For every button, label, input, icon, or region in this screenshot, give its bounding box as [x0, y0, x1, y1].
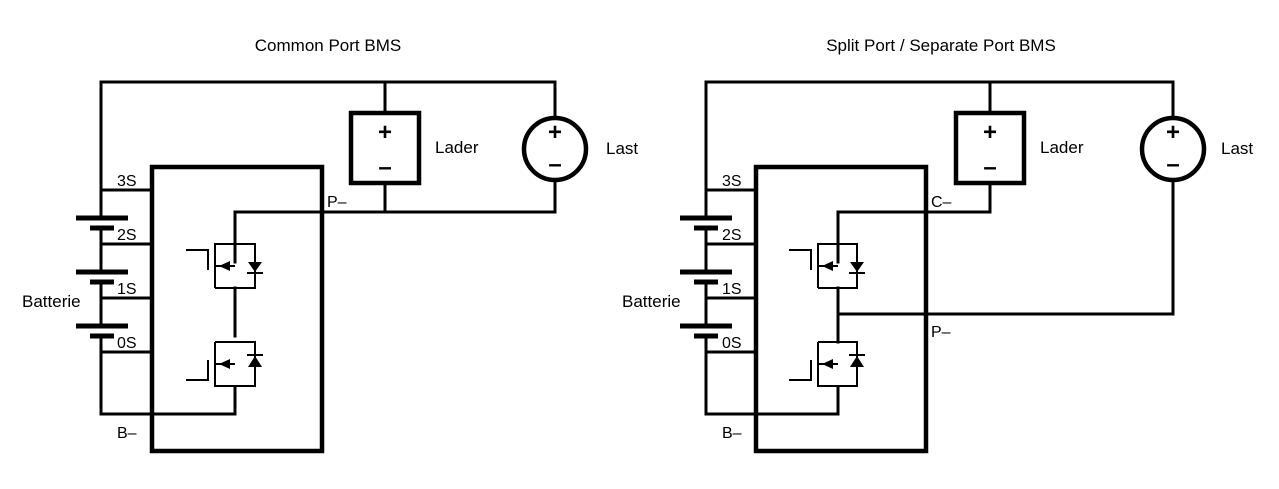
- pin-b-minus: B–: [117, 425, 137, 442]
- load-minus-sign: –: [548, 151, 561, 178]
- mosfet-charge: [186, 341, 263, 387]
- bms-box: [149, 164, 325, 454]
- split-mosfet-charge: [789, 243, 865, 300]
- split-load-minus-sign: –: [1166, 151, 1179, 178]
- charger-plus-sign: +: [378, 119, 392, 146]
- split-pin-2s: 2S: [722, 227, 742, 244]
- split-charger-source: + –: [953, 110, 1027, 186]
- mosfet-discharge: [186, 234, 263, 300]
- split-pin-0s: 0S: [722, 335, 742, 352]
- split-pin-b-minus: B–: [722, 425, 742, 442]
- split-bms-box: [753, 164, 929, 454]
- split-load-plus-sign: +: [1166, 119, 1180, 146]
- split-load-source: + –: [1139, 115, 1207, 183]
- battery-label: Batterie: [22, 292, 81, 311]
- pin-1s: 1S: [117, 281, 137, 298]
- split-charger-plus-sign: +: [983, 119, 997, 146]
- charger-label: Lader: [435, 138, 479, 157]
- split-port-diagram: Split Port / Separate Port BMS: [622, 36, 1253, 454]
- split-load-label: Last: [1221, 139, 1253, 158]
- battery-cells: [76, 215, 128, 354]
- common-port-title: Common Port BMS: [255, 36, 401, 55]
- split-wiring: [704, 80, 1175, 416]
- split-pin-c-minus: C–: [931, 194, 952, 211]
- load-source: + –: [521, 115, 589, 183]
- split-charger-minus-sign: –: [983, 154, 996, 181]
- charger-minus-sign: –: [378, 154, 391, 181]
- split-mosfet-discharge: [789, 341, 865, 387]
- common-port-diagram: Common Port BMS: [22, 36, 638, 454]
- split-battery-label: Batterie: [622, 292, 681, 311]
- pin-2s: 2S: [117, 227, 137, 244]
- pin-p-minus: P–: [327, 194, 347, 211]
- split-pin-1s: 1S: [722, 281, 742, 298]
- split-pin-p-minus: P–: [931, 324, 951, 341]
- split-charger-label: Lader: [1040, 138, 1084, 157]
- split-port-title: Split Port / Separate Port BMS: [826, 36, 1056, 55]
- pin-0s: 0S: [117, 335, 137, 352]
- charger-source: + –: [348, 110, 422, 186]
- load-label: Last: [606, 139, 638, 158]
- load-plus-sign: +: [548, 119, 562, 146]
- split-battery-cells: [680, 215, 732, 354]
- pin-3s: 3S: [117, 173, 137, 190]
- split-pin-3s: 3S: [722, 173, 742, 190]
- common-wiring: [99, 80, 557, 416]
